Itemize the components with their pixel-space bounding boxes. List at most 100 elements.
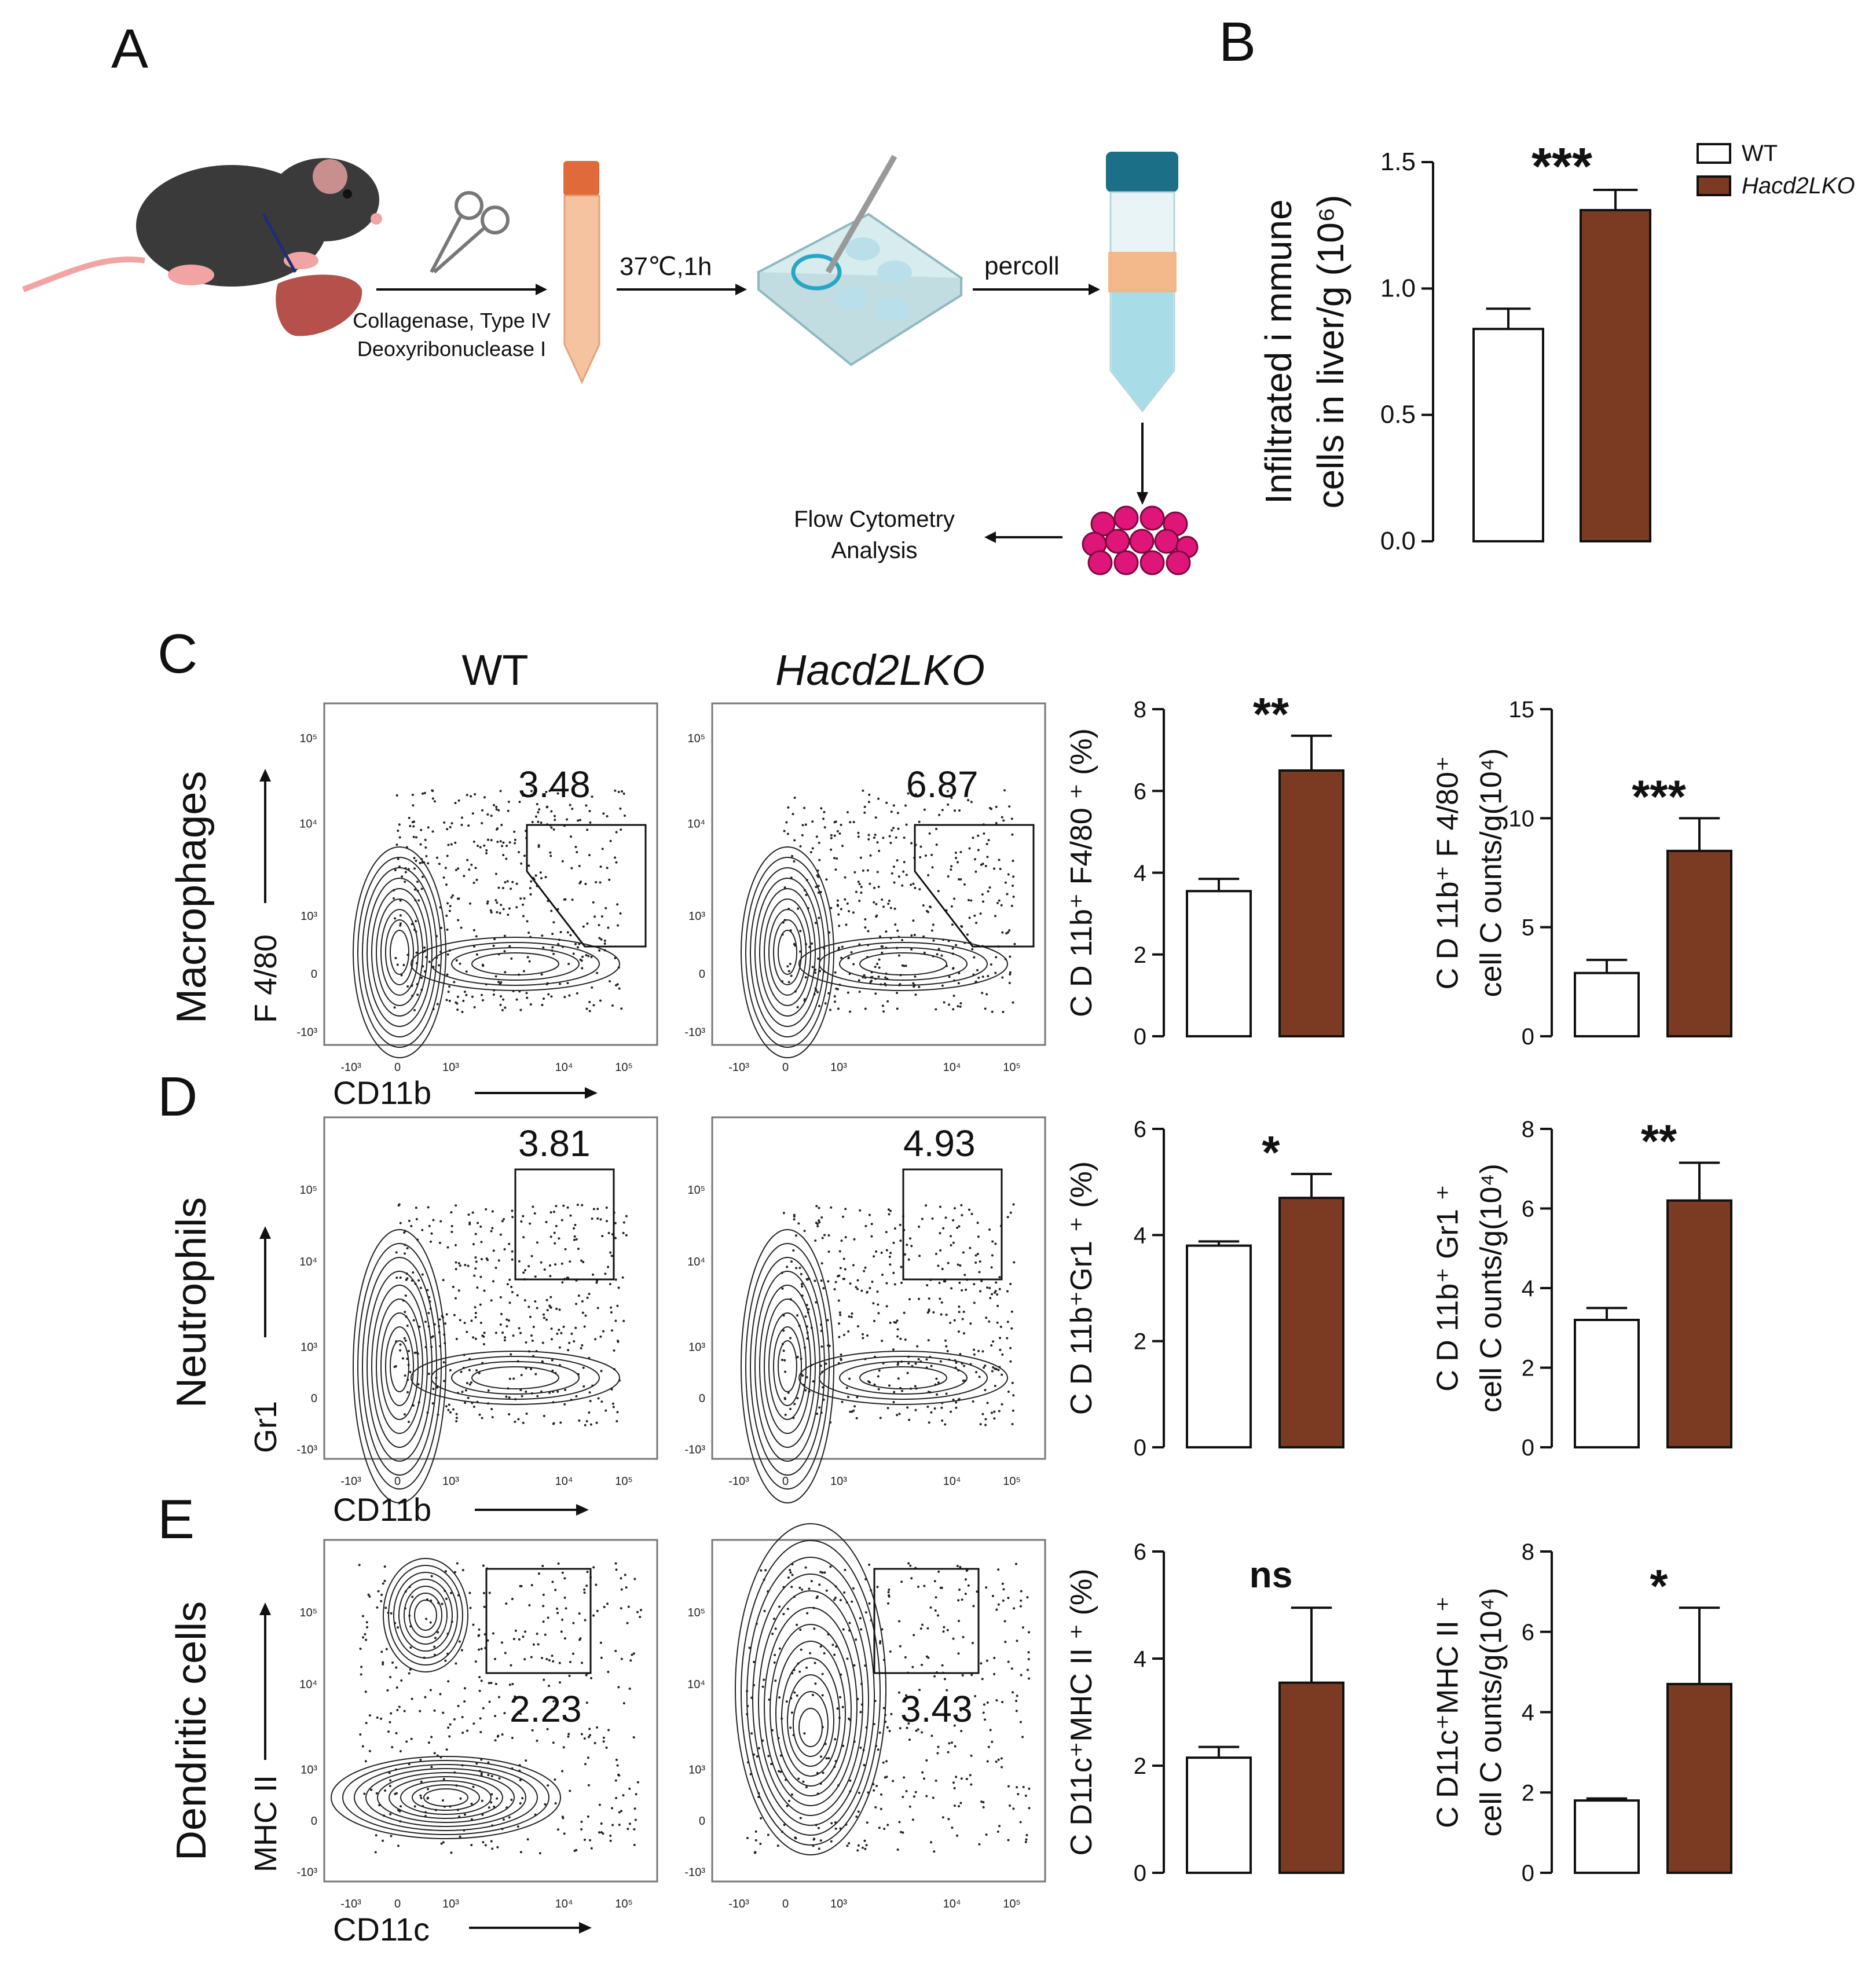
event-dot bbox=[984, 865, 987, 868]
event-dot bbox=[896, 1007, 899, 1010]
event-dot bbox=[959, 850, 962, 853]
event-dot bbox=[499, 840, 502, 843]
event-dot bbox=[547, 993, 550, 996]
event-dot bbox=[975, 922, 978, 925]
event-dot bbox=[914, 993, 917, 996]
event-dot bbox=[399, 924, 402, 927]
event-dot bbox=[497, 886, 500, 889]
event-dot bbox=[511, 1291, 514, 1294]
event-dot bbox=[1010, 817, 1013, 820]
event-dot bbox=[816, 991, 819, 993]
event-dot bbox=[530, 1367, 533, 1370]
event-dot bbox=[838, 925, 841, 927]
event-dot bbox=[507, 800, 510, 803]
event-dot bbox=[417, 1279, 420, 1282]
event-dot bbox=[803, 806, 806, 809]
event-dot bbox=[987, 975, 990, 978]
panel-label-e: E bbox=[157, 1488, 195, 1550]
event-dot bbox=[875, 903, 878, 905]
event-dot bbox=[569, 1214, 572, 1217]
event-dot bbox=[508, 1377, 511, 1380]
event-dot bbox=[837, 913, 840, 916]
event-dot bbox=[508, 1278, 511, 1281]
event-dot bbox=[536, 1241, 538, 1244]
event-dot bbox=[840, 823, 842, 826]
event-dot bbox=[552, 1211, 555, 1213]
event-dot bbox=[621, 1276, 624, 1279]
event-dot bbox=[496, 841, 499, 843]
event-dot bbox=[457, 1262, 460, 1265]
event-dot bbox=[598, 924, 600, 927]
event-dot bbox=[577, 819, 580, 822]
event-dot bbox=[578, 1419, 581, 1422]
event-dot bbox=[849, 821, 852, 824]
event-dot bbox=[615, 861, 618, 864]
event-dot bbox=[584, 1314, 587, 1317]
y-tick-label: 10⁴ bbox=[299, 818, 317, 831]
event-dot bbox=[515, 998, 518, 1001]
event-dot bbox=[496, 901, 499, 904]
event-dot bbox=[529, 1315, 532, 1318]
event-dot bbox=[472, 840, 475, 843]
event-dot bbox=[394, 957, 397, 960]
event-dot bbox=[490, 815, 493, 817]
event-dot bbox=[527, 864, 530, 867]
event-dot bbox=[825, 878, 828, 881]
event-dot bbox=[549, 1211, 552, 1214]
event-dot bbox=[952, 1008, 955, 1011]
event-dot bbox=[589, 821, 592, 824]
event-dot bbox=[581, 1204, 584, 1206]
legend-swatch-wt bbox=[1697, 143, 1731, 164]
event-dot bbox=[935, 827, 938, 830]
y-tick-label: 0 bbox=[311, 968, 317, 981]
event-dot bbox=[473, 1006, 476, 1008]
event-dot bbox=[555, 1307, 558, 1310]
event-dot bbox=[923, 951, 926, 954]
event-dot bbox=[610, 1306, 613, 1309]
event-dot bbox=[496, 911, 499, 914]
event-dot bbox=[431, 1335, 434, 1338]
event-dot bbox=[492, 993, 495, 996]
event-dot bbox=[910, 842, 913, 845]
event-dot bbox=[419, 843, 422, 846]
event-dot bbox=[486, 902, 489, 905]
x-tick-label: 10⁴ bbox=[555, 1061, 573, 1074]
event-dot bbox=[981, 893, 984, 896]
event-dot bbox=[463, 1322, 466, 1325]
event-dot bbox=[912, 882, 915, 885]
event-dot bbox=[901, 938, 904, 941]
event-dot bbox=[621, 790, 624, 793]
event-dot bbox=[474, 793, 477, 796]
event-dot bbox=[495, 808, 498, 811]
event-dot bbox=[537, 845, 540, 848]
event-dot bbox=[566, 931, 569, 934]
event-dot bbox=[471, 812, 474, 815]
event-dot bbox=[582, 925, 585, 928]
event-dot bbox=[519, 1008, 522, 1011]
event-dot bbox=[563, 1403, 566, 1406]
event-dot bbox=[609, 1283, 611, 1286]
event-dot bbox=[420, 887, 423, 890]
event-dot bbox=[491, 1227, 494, 1230]
event-dot bbox=[519, 1388, 522, 1391]
event-dot bbox=[486, 900, 489, 903]
event-dot bbox=[922, 935, 925, 938]
event-dot bbox=[493, 938, 496, 941]
event-dot bbox=[503, 1248, 506, 1251]
event-dot bbox=[438, 863, 441, 865]
event-dot bbox=[622, 792, 625, 795]
event-dot bbox=[863, 811, 866, 814]
event-dot bbox=[799, 845, 802, 848]
event-dot bbox=[1006, 893, 1009, 896]
event-dot bbox=[504, 1336, 507, 1339]
event-dot bbox=[545, 1318, 548, 1321]
event-dot bbox=[609, 1251, 612, 1254]
event-dot bbox=[507, 914, 510, 916]
event-dot bbox=[470, 1381, 472, 1384]
event-dot bbox=[450, 822, 453, 825]
event-dot bbox=[500, 904, 503, 907]
event-dot bbox=[1001, 931, 1004, 934]
contour-line bbox=[859, 952, 947, 975]
event-dot bbox=[481, 1417, 483, 1420]
arrow-head bbox=[579, 1922, 592, 1934]
